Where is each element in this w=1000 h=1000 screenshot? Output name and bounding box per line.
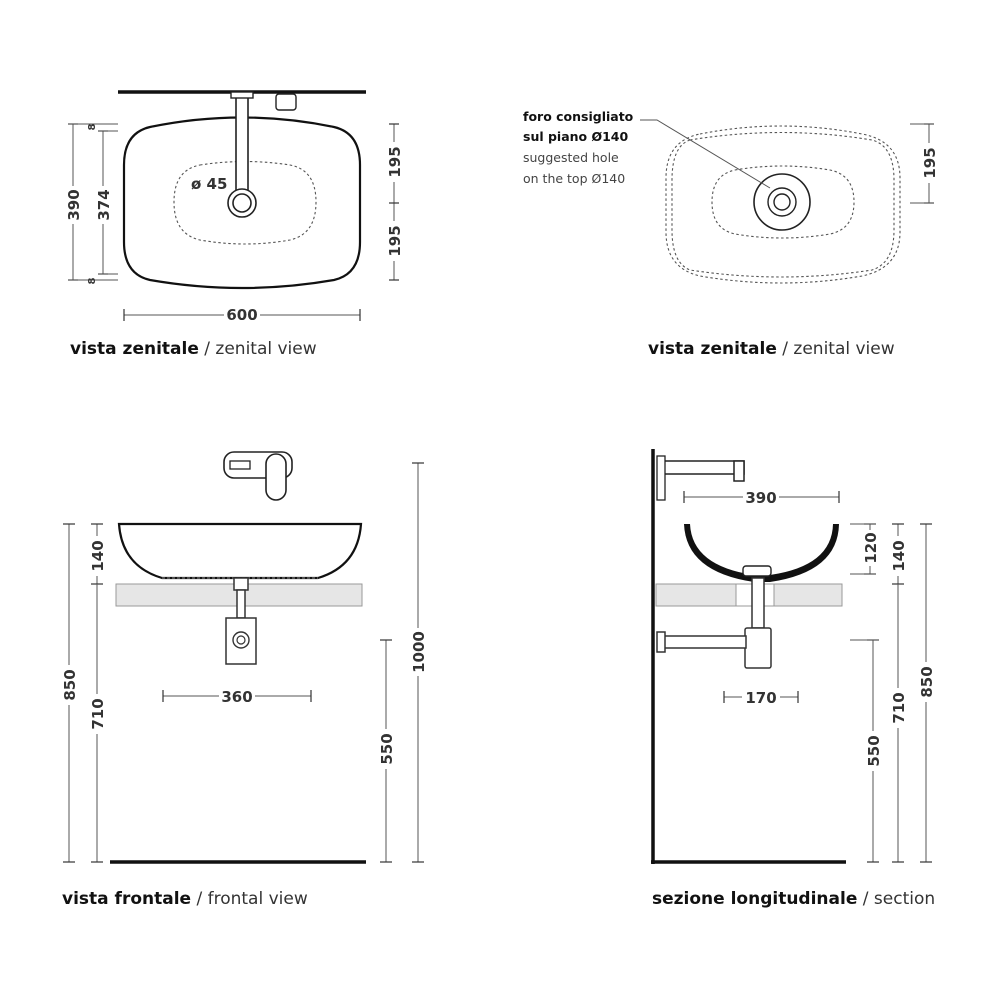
dim-390: 390 bbox=[745, 489, 776, 507]
wall-mixer-lever bbox=[265, 453, 287, 501]
drain-inner bbox=[232, 193, 252, 213]
dim-170: 170 bbox=[745, 689, 776, 707]
caption-top-left: vista zenitale / zenital view bbox=[70, 339, 317, 359]
dim-374: 374 bbox=[95, 189, 113, 220]
dim-360: 360 bbox=[221, 688, 252, 706]
basin-outline-dashed-inner bbox=[671, 131, 895, 278]
bottom-right-section-view: 390 120 140 710 850 170 bbox=[651, 449, 936, 909]
dim-195: 195 bbox=[921, 147, 939, 178]
dim-140: 140 bbox=[89, 540, 107, 571]
drain-cap bbox=[742, 565, 772, 577]
wall-spout bbox=[663, 460, 745, 475]
dim-diameter-45: ø 45 bbox=[191, 175, 227, 193]
faucet-base bbox=[230, 91, 254, 99]
dim-550: 550 bbox=[865, 735, 883, 766]
dim-550: 550 bbox=[378, 733, 396, 764]
drain-valve bbox=[233, 577, 249, 591]
basin-front bbox=[117, 522, 363, 580]
wall-mixer-spout bbox=[229, 460, 251, 470]
basin-bowl-dashed bbox=[711, 165, 855, 239]
note-line-4: on the top Ø140 bbox=[523, 171, 625, 186]
note-line-1: foro consigliato bbox=[523, 109, 634, 124]
dim-8-bottom: 8 bbox=[87, 277, 98, 284]
waste-pipe bbox=[659, 635, 747, 649]
dim-850: 850 bbox=[61, 669, 79, 700]
drain-pipe bbox=[751, 577, 765, 629]
dim-850: 850 bbox=[918, 666, 936, 697]
bottom-left-frontal-view: 850 140 710 360 550 1000 vista frontale … bbox=[60, 451, 428, 909]
dim-195-top: 195 bbox=[386, 146, 404, 177]
top-left-zenital-view: ø 45 390 374 8 8 195 195 600 bbox=[64, 90, 404, 359]
dim-120: 120 bbox=[862, 532, 880, 563]
dim-8-top: 8 bbox=[87, 123, 98, 130]
wall-spout-plate bbox=[656, 455, 666, 501]
note-line-3: suggested hole bbox=[523, 150, 619, 165]
dim-1000: 1000 bbox=[410, 631, 428, 673]
caption-top-right: vista zenitale / zenital view bbox=[648, 339, 895, 359]
dim-195-bottom: 195 bbox=[386, 225, 404, 256]
note-line-2: sul piano Ø140 bbox=[523, 129, 629, 144]
drain-inner bbox=[773, 193, 791, 211]
top-right-zenital-view: foro consigliato sul piano Ø140 suggeste… bbox=[523, 109, 939, 359]
dim-390: 390 bbox=[65, 189, 83, 220]
bottle-trap bbox=[225, 617, 257, 665]
dim-710: 710 bbox=[890, 692, 908, 723]
leader-line bbox=[640, 119, 771, 189]
faucet-handle bbox=[275, 93, 297, 111]
bottle-trap bbox=[744, 627, 772, 669]
dim-140: 140 bbox=[890, 540, 908, 571]
dim-600: 600 bbox=[226, 306, 257, 324]
basin-inner-dashed bbox=[173, 160, 317, 245]
caption-bottom-right: sezione longitudinale / section bbox=[652, 889, 935, 909]
caption-bottom-left: vista frontale / frontal view bbox=[62, 889, 308, 909]
dim-710: 710 bbox=[89, 698, 107, 729]
basin-outline-dashed bbox=[665, 125, 901, 284]
faucet-spout bbox=[235, 95, 249, 197]
basin-section-inner bbox=[690, 524, 833, 575]
drain-pipe bbox=[236, 589, 246, 619]
